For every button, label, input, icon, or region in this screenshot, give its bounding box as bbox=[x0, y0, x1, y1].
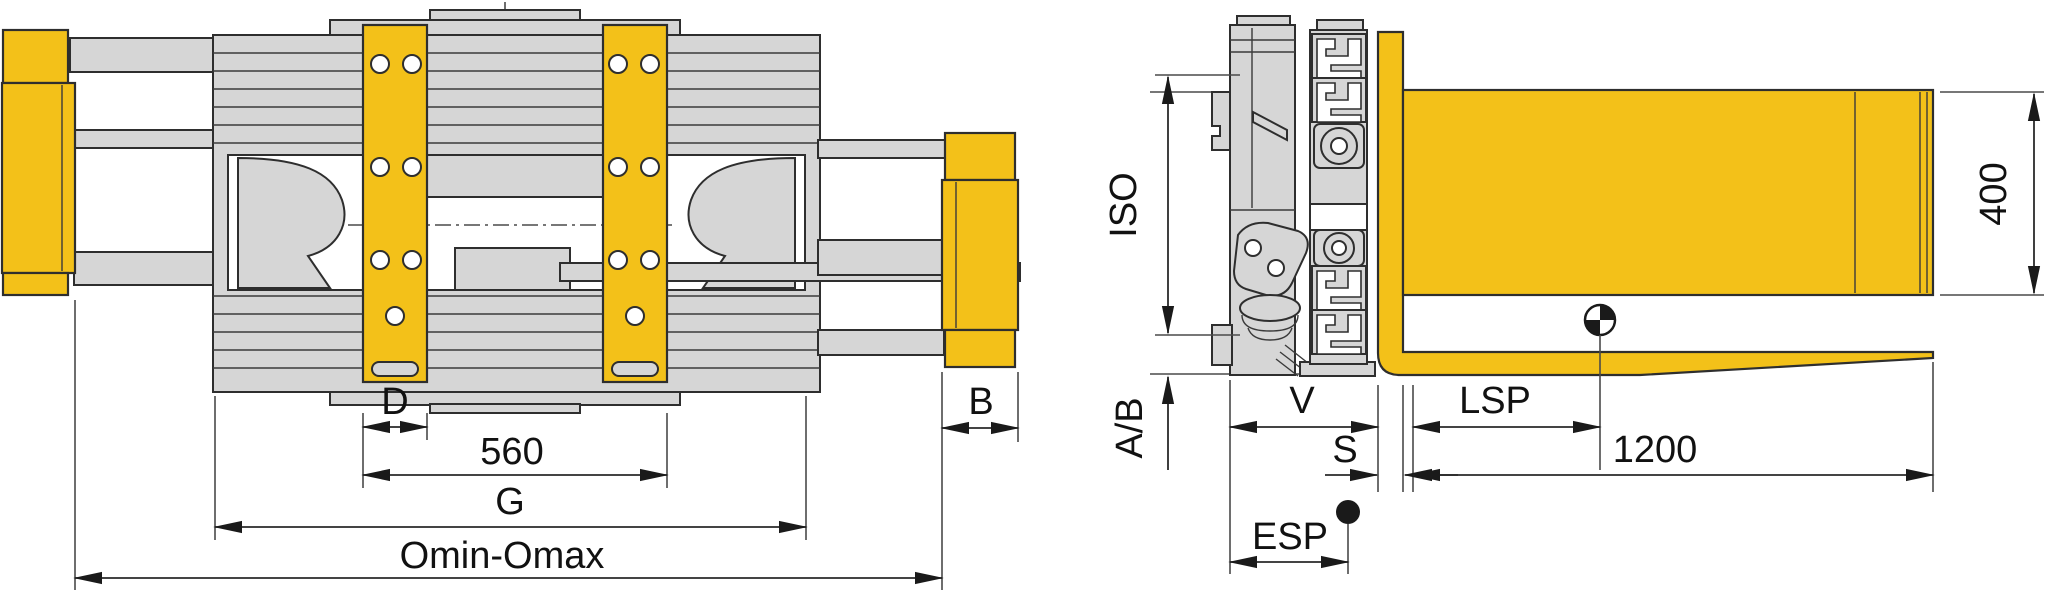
adjust-knob bbox=[1239, 294, 1301, 322]
pivot-dot-icon bbox=[1336, 500, 1360, 524]
dim-label-1200: 1200 bbox=[1613, 429, 1698, 471]
dim-label-g: G bbox=[495, 481, 525, 523]
dim-label-560: 560 bbox=[480, 431, 543, 473]
left-linkage bbox=[237, 156, 346, 289]
dim-label-ab: A/B bbox=[1109, 397, 1151, 458]
carriage-plate bbox=[1211, 15, 1376, 377]
carriage-profile-stack bbox=[1309, 19, 1368, 365]
dim-label-lsp: LSP bbox=[1459, 380, 1531, 422]
front-view-dimensions: D 560 G Omin-Omax B bbox=[73, 300, 1020, 590]
fork-profile bbox=[1376, 30, 1935, 377]
right-rails bbox=[817, 139, 947, 356]
right-linkage bbox=[687, 156, 796, 289]
left-fork-arm bbox=[0, 28, 77, 297]
dim-label-400: 400 bbox=[1973, 162, 2015, 225]
dim-label-s: S bbox=[1332, 429, 1357, 471]
right-fork-arm bbox=[940, 131, 1020, 369]
lock-lever bbox=[1232, 221, 1309, 297]
center-of-gravity-icon bbox=[1583, 303, 1617, 337]
dim-label-d: D bbox=[381, 381, 408, 423]
front-view: D 560 G Omin-Omax B bbox=[0, 2, 1021, 590]
side-view-dimensions: ISO A/B V S LSP 1200 ESP 400 bbox=[1103, 74, 2044, 574]
dim-label-b: B bbox=[968, 381, 993, 423]
dim-label-v: V bbox=[1289, 380, 1315, 422]
dim-label-esp: ESP bbox=[1252, 516, 1328, 558]
clamp-arm-block bbox=[1401, 88, 1935, 297]
dim-label-iso: ISO bbox=[1103, 172, 1145, 237]
cylinder-block bbox=[454, 247, 571, 291]
dim-label-omin-omax: Omin-Omax bbox=[400, 535, 605, 577]
side-view: ISO A/B V S LSP 1200 ESP 400 bbox=[1103, 15, 2044, 574]
bolt-holes bbox=[370, 54, 660, 326]
fork-carrier-bars bbox=[361, 23, 669, 384]
left-rails bbox=[69, 37, 221, 286]
